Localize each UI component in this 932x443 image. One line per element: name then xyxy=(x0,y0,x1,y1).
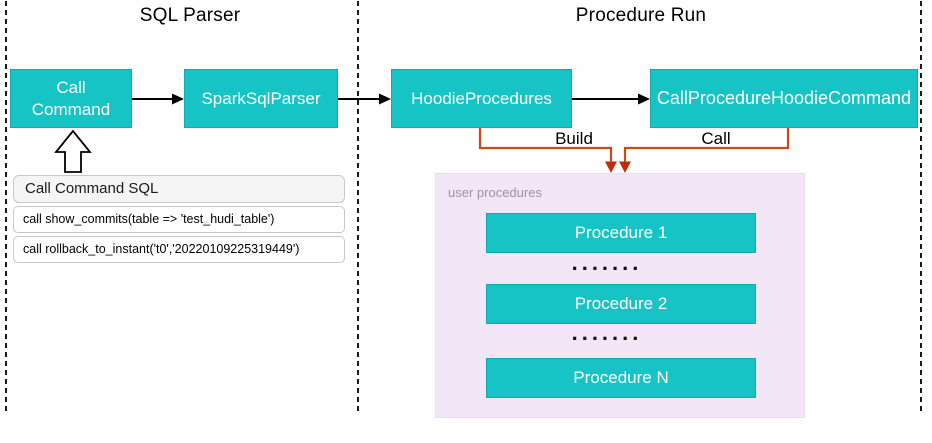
arrow-sparksqlparser-to-hoodieprocedures xyxy=(338,93,391,105)
sql-statement-row: call rollback_to_instant('t0','202201092… xyxy=(13,236,345,263)
node-call-command: Call Command xyxy=(10,69,132,128)
node-call-procedure-hoodie-command: CallProcedureHoodieCommand xyxy=(650,69,918,128)
ellipsis-dots: ....... xyxy=(571,320,643,345)
node-hoodie-procedures: HoodieProcedures xyxy=(391,69,572,128)
node-call-command-label: Call Command xyxy=(31,78,111,119)
node-procedure-2: Procedure 2 xyxy=(486,284,756,324)
edge-label-call: Call xyxy=(701,129,731,148)
node-procedure-1: Procedure 1 xyxy=(486,213,756,253)
node-procedure-n: Procedure N xyxy=(486,358,756,398)
arrow-hoodieprocedures-to-callprocedurehoodiecommand xyxy=(572,93,650,105)
edge-label-build: Build xyxy=(555,129,593,148)
node-spark-sql-parser: SparkSqlParser xyxy=(184,69,338,128)
node-procedure-n-label: Procedure N xyxy=(573,368,669,387)
section-title-procedure-run: Procedure Run xyxy=(575,5,707,26)
node-procedure-1-label: Procedure 1 xyxy=(574,223,668,242)
node-hoodie-procedures-label: HoodieProcedures xyxy=(411,88,552,108)
node-call-procedure-hoodie-command-label: CallProcedureHoodieCommand xyxy=(656,88,912,109)
sql-statement-row: call show_commits(table => 'test_hudi_ta… xyxy=(13,206,345,233)
node-procedure-2-label: Procedure 2 xyxy=(574,294,668,313)
arrow-callcommand-to-sparksqlparser xyxy=(132,93,184,105)
section-title-sql-parser: SQL Parser xyxy=(139,5,241,26)
user-procedures-label: user procedures xyxy=(448,185,542,200)
node-spark-sql-parser-label: SparkSqlParser xyxy=(201,88,321,108)
up-arrow-icon xyxy=(54,129,92,173)
sql-panel-header: Call Command SQL xyxy=(13,175,345,203)
ellipsis-dots: ....... xyxy=(571,250,643,275)
user-procedures-container: user procedures Procedure 1 ....... Proc… xyxy=(435,173,805,418)
